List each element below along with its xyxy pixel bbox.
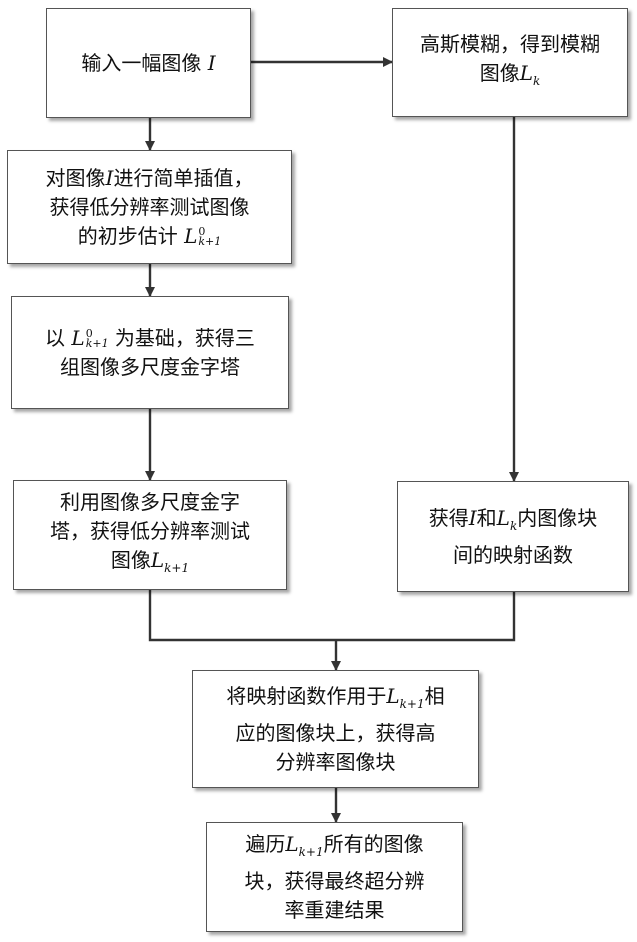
final-pre: 遍历 [245, 832, 285, 856]
pyramid-pre: 以 [45, 326, 71, 350]
node-interp-label: 对图像I进行简单插值， 获得低分辨率测试图像 的初步估计 L0k+1 [46, 164, 254, 251]
lowres-var: L [151, 548, 164, 572]
lowres-line1: 利用图像多尺度金字 [60, 490, 240, 514]
blur-sub: k [533, 74, 540, 88]
node-input-label: 输入一幅图像 I [81, 49, 215, 78]
final-var: L [285, 832, 298, 856]
mapping-post: 内图像块 [517, 506, 597, 530]
apply-post: 相 [425, 684, 445, 708]
pyramid-sub: k+1 [86, 339, 109, 349]
interp-var-l: L [184, 224, 197, 248]
apply-line2: 应的图像块上，获得高 [236, 721, 436, 745]
node-mapping-label: 获得I和Lk内图像块 间的映射函数 [429, 504, 597, 570]
lowres-sub: k+1 [164, 561, 189, 575]
pyramid-post: 为基础，获得三 [109, 326, 255, 350]
node-lowres-label: 利用图像多尺度金字 塔，获得低分辨率测试 图像Lk+1 [50, 488, 250, 583]
interp-line3-pre: 的初步估计 [78, 224, 184, 248]
node-final-result: 遍历Lk+1所有的图像 块，获得最终超分辨 率重建结果 [206, 822, 463, 932]
lowres-line2: 塔，获得低分辨率测试 [50, 519, 250, 543]
interp-line2: 获得低分辨率测试图像 [50, 195, 250, 219]
blur-text: 高斯模糊，得到模糊图像 [420, 32, 600, 85]
pyramid-var-l: L [71, 326, 84, 350]
pyramid-line2: 组图像多尺度金字塔 [60, 355, 240, 379]
node-final-label: 遍历Lk+1所有的图像 块，获得最终超分辨 率重建结果 [245, 830, 425, 925]
mapping-mid: 和 [477, 506, 497, 530]
final-post: 所有的图像 [324, 832, 424, 856]
apply-var: L [386, 684, 399, 708]
node-input-image: 输入一幅图像 I [46, 8, 251, 118]
node-lowres-test: 利用图像多尺度金字 塔，获得低分辨率测试 图像Lk+1 [13, 480, 287, 590]
mapping-line2: 间的映射函数 [453, 543, 573, 567]
interp-subsup: 0k+1 [198, 227, 221, 247]
apply-sub: k+1 [400, 697, 425, 711]
apply-line3: 分辨率图像块 [276, 750, 396, 774]
interp-sub: k+1 [198, 237, 221, 247]
lowres-line3-pre: 图像 [111, 548, 151, 572]
node-interpolation: 对图像I进行简单插值， 获得低分辨率测试图像 的初步估计 L0k+1 [7, 150, 292, 264]
final-sub: k+1 [299, 845, 324, 859]
mapping-pre: 获得 [429, 506, 469, 530]
final-line2: 块，获得最终超分辨 [245, 869, 425, 893]
node-mapping-function: 获得I和Lk内图像块 间的映射函数 [397, 481, 629, 592]
node-apply-mapping: 将映射函数作用于Lk+1相 应的图像块上，获得高 分辨率图像块 [192, 670, 479, 788]
mapping-var-i: I [469, 506, 477, 530]
mapping-var-l: L [497, 506, 510, 530]
node-gaussian-blur: 高斯模糊，得到模糊图像Lk [392, 8, 628, 117]
input-text: 输入一幅图像 [81, 51, 207, 75]
node-apply-label: 将映射函数作用于Lk+1相 应的图像块上，获得高 分辨率图像块 [226, 682, 444, 777]
node-blur-label: 高斯模糊，得到模糊图像Lk [415, 30, 605, 96]
node-pyramid-label: 以 L0k+1 为基础，获得三 组图像多尺度金字塔 [45, 324, 255, 382]
apply-pre: 将映射函数作用于 [226, 684, 386, 708]
interp-line1-pre: 对图像 [46, 166, 106, 190]
pyramid-subsup: 0k+1 [86, 329, 109, 349]
line-lowres-to-merge [150, 590, 514, 640]
interp-line1-post: 进行简单插值， [113, 166, 253, 190]
blur-var: L [520, 61, 533, 85]
input-var: I [208, 51, 216, 75]
node-pyramid: 以 L0k+1 为基础，获得三 组图像多尺度金字塔 [11, 296, 289, 409]
final-line3: 率重建结果 [285, 898, 385, 922]
